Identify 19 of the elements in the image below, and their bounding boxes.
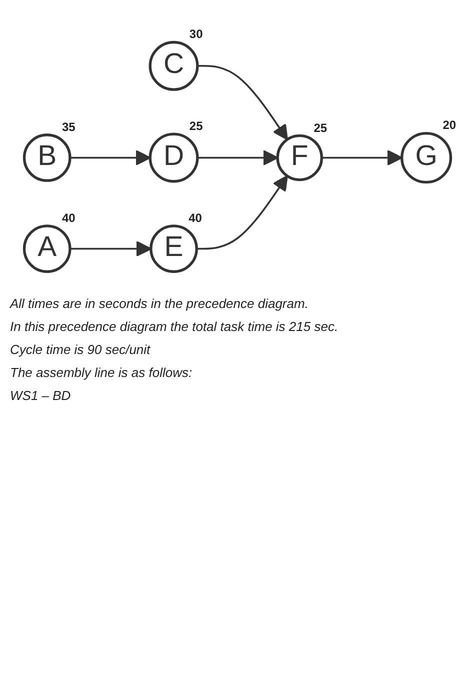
note-text: All times are in seconds in the precedence diagram. bbox=[10, 296, 310, 311]
task-circle: F bbox=[276, 134, 324, 182]
note-text: WS1 – BD bbox=[10, 388, 72, 403]
note-text: Cycle time is 90 sec/unit bbox=[10, 342, 152, 357]
task-time: 30 bbox=[189, 27, 203, 42]
task-circle: D bbox=[148, 132, 199, 183]
task-circle: B bbox=[22, 134, 72, 182]
task-time: 25 bbox=[189, 119, 203, 134]
note-text: In this precedence diagram the total task time is 215 sec. bbox=[10, 318, 340, 334]
task-circle: A bbox=[22, 224, 72, 273]
task-circle: G bbox=[400, 132, 452, 184]
task-time: 20 bbox=[442, 118, 456, 132]
task-time: 25 bbox=[314, 120, 328, 135]
task-time: 40 bbox=[188, 210, 202, 225]
task-circle: C bbox=[148, 40, 199, 91]
task-time: 40 bbox=[62, 210, 76, 225]
note-text: The assembly line is as follows: bbox=[10, 364, 194, 380]
task-time: 35 bbox=[62, 120, 76, 134]
task-circle: E bbox=[150, 224, 198, 273]
